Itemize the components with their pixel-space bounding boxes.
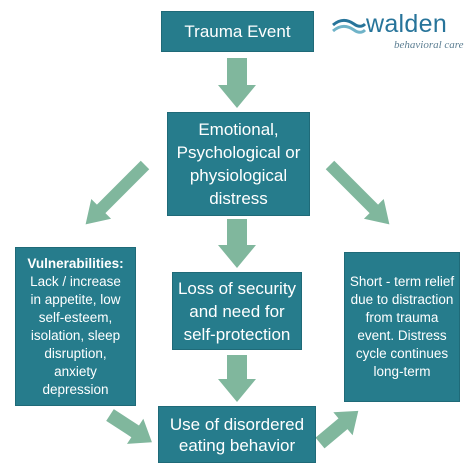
node-disordered-eating-label: Use of disordered eating behavior [169,414,305,455]
arrow-disordered-to-relief [315,410,359,449]
arrow-distress-to-vulnerabilities [85,160,150,225]
logo-name: walden [366,10,448,38]
arrow-loss-to-disordered [218,355,256,402]
node-distress-label: Emotional, Psychological or physiologica… [176,120,301,208]
walden-logo: walden behavioral care [332,8,470,52]
logo-tagline: behavioral care [394,39,464,51]
arrow-distress-to-relief [325,160,390,225]
arrow-distress-to-loss [218,219,256,268]
wave-icon [332,18,366,34]
node-vulnerabilities-body: Lack / increase in appetite, low self-es… [30,273,121,397]
node-vulnerabilities: Vulnerabilities: Lack / increase in appe… [15,247,136,406]
node-short-term-relief: Short - term relief due to distraction f… [344,252,460,402]
node-loss-of-security-label: Loss of security and need for self-prote… [177,278,297,344]
node-disordered-eating: Use of disordered eating behavior [158,406,316,463]
arrow-trauma-to-distress [218,58,256,108]
node-trauma-event: Trauma Event [161,11,314,52]
node-vulnerabilities-title: Vulnerabilities: [27,255,124,271]
node-short-term-relief-label: Short - term relief due to distraction f… [349,274,455,379]
arrow-vulnerabilities-to-disordered [106,409,152,444]
node-loss-of-security: Loss of security and need for self-prote… [172,272,302,350]
node-trauma-event-label: Trauma Event [184,21,291,41]
node-distress: Emotional, Psychological or physiologica… [167,112,310,216]
